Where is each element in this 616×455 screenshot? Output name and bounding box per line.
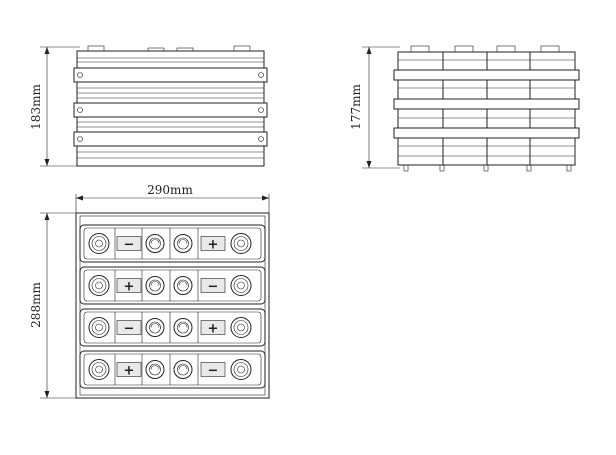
terminal-post	[230, 275, 252, 296]
connector-post	[145, 318, 165, 337]
side-view-cell-grid	[393, 52, 580, 165]
terminal-post	[230, 233, 252, 254]
terminal-post	[230, 359, 252, 380]
connector-post	[145, 234, 165, 253]
polarity-box-left: +	[116, 278, 142, 295]
connector-post	[145, 276, 165, 295]
front-view-terminals	[87, 45, 251, 52]
side-view: 177mm	[349, 45, 580, 172]
top-width-dimension: 290mm	[75, 183, 270, 215]
polarity-box-left: +	[116, 362, 142, 379]
polarity-box-right: +	[200, 320, 226, 337]
terminal-post	[88, 233, 110, 254]
top-view-module-row: −+	[79, 224, 266, 263]
side-height-dimension: 177mm	[349, 46, 400, 169]
front-view-bands	[73, 57, 268, 159]
side-view-feet	[403, 164, 572, 172]
terminal-post	[88, 317, 110, 338]
polarity-box-left: −	[116, 236, 142, 253]
connector-post	[173, 318, 193, 337]
front-view: 183mm	[29, 45, 268, 167]
terminal-post	[88, 359, 110, 380]
top-view-frame	[75, 212, 270, 399]
connector-post	[173, 276, 193, 295]
polarity-box-right: −	[200, 362, 226, 379]
top-depth-label: 288mm	[29, 282, 43, 328]
side-view-terminals	[410, 45, 560, 53]
connector-post	[173, 360, 193, 379]
polarity-box-right: +	[200, 236, 226, 253]
polarity-sign: +	[124, 364, 135, 379]
polarity-sign: −	[124, 238, 135, 253]
top-width-label: 290mm	[147, 183, 193, 197]
top-view-module-row: −+	[79, 308, 266, 347]
top-view-modules: −++−−++−	[79, 224, 266, 389]
polarity-box-right: −	[200, 278, 226, 295]
polarity-sign: +	[124, 280, 135, 295]
polarity-sign: +	[208, 238, 219, 253]
polarity-sign: −	[208, 364, 219, 379]
side-height-label: 177mm	[349, 84, 363, 130]
top-view: 290mm 288mm −++−−++−	[29, 183, 270, 399]
polarity-sign: −	[124, 322, 135, 337]
terminal-post	[88, 275, 110, 296]
polarity-sign: −	[208, 280, 219, 295]
front-height-label: 183mm	[29, 84, 43, 130]
connector-post	[173, 234, 193, 253]
top-depth-dimension: 288mm	[29, 212, 78, 399]
connector-post	[145, 360, 165, 379]
terminal-post	[230, 317, 252, 338]
top-view-module-row: +−	[79, 350, 266, 389]
front-height-dimension: 183mm	[29, 46, 80, 167]
polarity-sign: +	[208, 322, 219, 337]
top-view-module-row: +−	[79, 266, 266, 305]
polarity-box-left: −	[116, 320, 142, 337]
